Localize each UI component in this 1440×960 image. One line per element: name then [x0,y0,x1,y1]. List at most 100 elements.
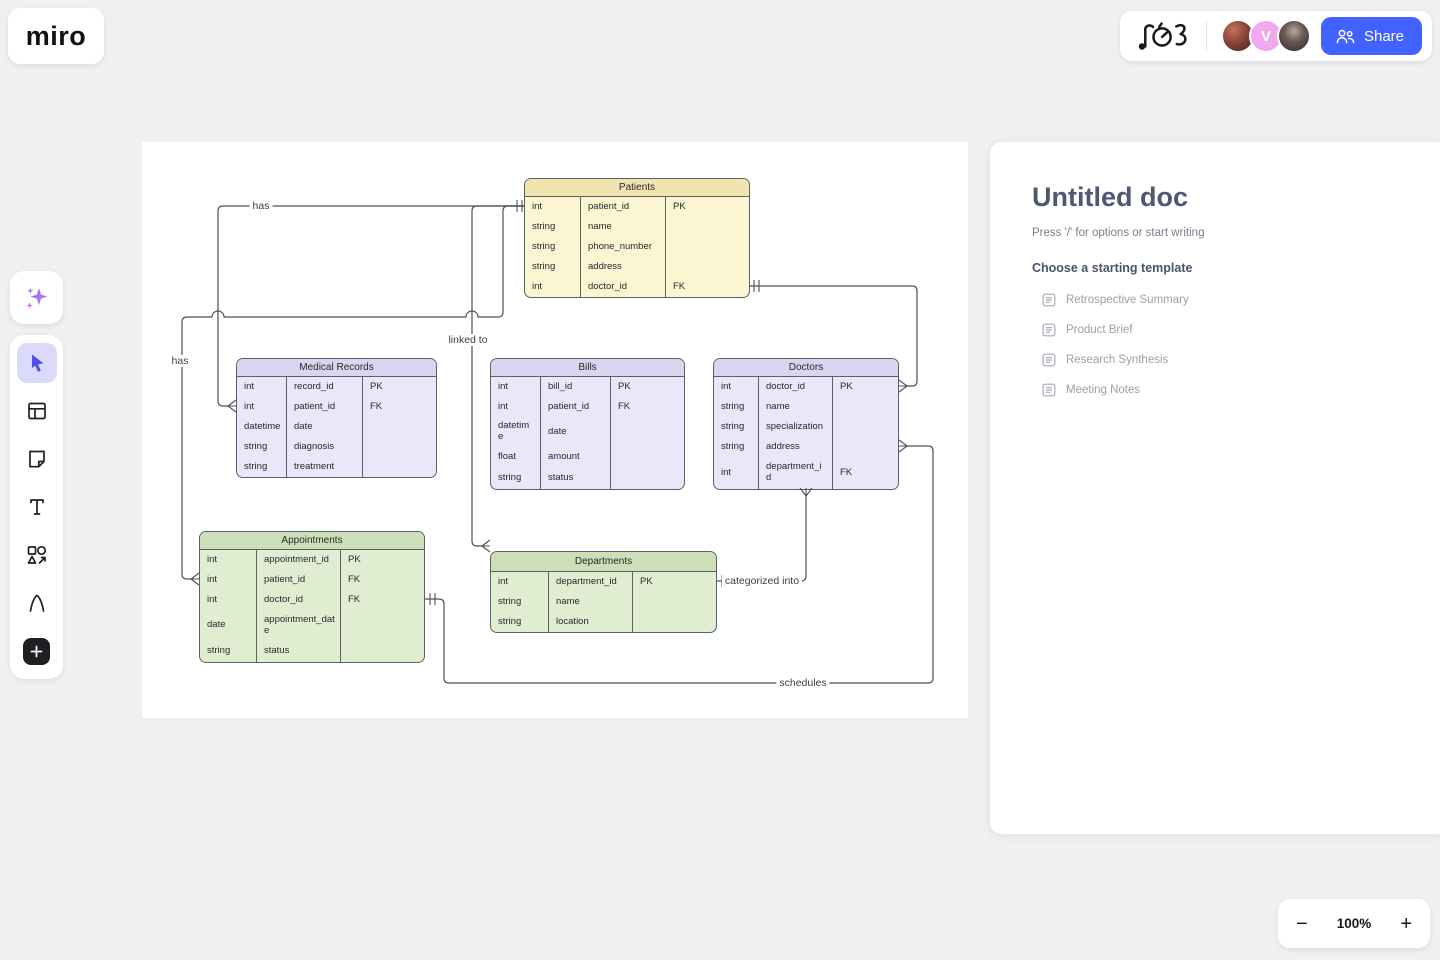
er-cell-name: record_id [287,377,363,397]
shapes-icon [27,545,46,564]
er-cell-name: address [581,257,666,277]
er-cell-type: int [491,377,541,397]
er-table-title: Departments [491,552,716,572]
miro-logo[interactable]: miro [8,8,104,64]
connector-label[interactable]: has [168,355,192,367]
er-cell-key [363,417,436,437]
people-icon [1336,29,1355,43]
ai-assistant-button[interactable] [10,271,63,324]
er-cell-name: name [759,397,833,417]
connector-label[interactable]: categorized into [721,575,803,587]
many-fork-marker [898,379,908,393]
er-cell-name: address [759,437,833,457]
pen-tool-button[interactable] [17,583,57,623]
zoom-in-button[interactable]: + [1400,912,1412,935]
er-cell-type: int [237,377,287,397]
er-cell-key [341,641,424,662]
er-cell-name: diagnosis [287,437,363,457]
shapes-tool-button[interactable] [17,535,57,575]
er-cell-type: string [200,641,257,662]
connector-line[interactable] [717,496,807,582]
document-icon [1042,383,1056,397]
er-cell-type: string [714,437,759,457]
er-cell-type: int [714,457,759,489]
er-cell-key [633,612,716,632]
text-icon [29,499,44,515]
template-item-research-synthesis[interactable]: Research Synthesis [1042,345,1440,375]
er-table-title: Bills [491,359,684,377]
cursor-icon [31,354,43,372]
er-cell-name: phone_number [581,237,666,257]
er-cell-key [611,468,684,489]
connector-label[interactable]: linked to [445,334,491,346]
er-cell-key [611,447,684,468]
er-cell-name: name [581,217,666,237]
doc-title[interactable]: Untitled doc [1032,182,1188,212]
er-cell-key [666,237,749,257]
add-tools-button[interactable] [17,631,57,671]
zoom-out-button[interactable]: − [1296,912,1308,935]
connector-label[interactable]: schedules [776,677,830,689]
document-icon [1042,293,1056,307]
er-cell-key: FK [618,400,631,412]
er-cell-key [833,397,898,417]
template-item-product-brief[interactable]: Product Brief [1042,315,1440,345]
er-cell-key: PK [370,380,383,392]
sticky-note-tool-button[interactable] [17,439,57,479]
connector-label[interactable]: has [249,200,273,212]
er-cell-type: string [714,397,759,417]
er-cell-type: int [491,397,541,417]
doc-body-placeholder[interactable]: Press '/' for options or start writing [1032,227,1205,239]
er-cell-type: string [525,257,581,277]
er-cell-type: int [200,550,257,570]
er-cell-key: FK [348,593,361,605]
er-cell-key [363,457,436,477]
select-tool-button[interactable] [16,343,57,383]
er-cell-key [633,592,716,612]
template-label: Retrospective Summary [1066,294,1189,306]
avatar-collaborator-3[interactable] [1276,19,1311,53]
er-cell-name: specialization [759,417,833,437]
er-cell-type: int [714,377,759,397]
er-cell-name: department_id [549,572,633,592]
er-cell-name: bill_id [541,377,611,397]
er-cell-key: FK [370,400,383,412]
er-cell-key: FK [840,466,853,478]
er-table-title: Doctors [714,359,898,377]
er-cell-key: PK [618,380,631,392]
er-cell-type: int [525,197,581,217]
er-cell-name: patient_id [287,397,363,417]
er-cell-type: int [200,590,257,610]
share-button[interactable]: Share [1320,17,1422,55]
er-table-title: Appointments [200,532,424,550]
zoom-level[interactable]: 100% [1336,916,1372,931]
frames-tool-button[interactable] [17,391,57,431]
er-cell-key [833,437,898,457]
text-tool-button[interactable] [17,487,57,527]
template-item-retrospective-summary[interactable]: Retrospective Summary [1042,285,1440,315]
template-item-meeting-notes[interactable]: Meeting Notes [1042,375,1440,405]
one-tick-marker [753,280,760,292]
er-cell-key [666,257,749,277]
er-cell-type: int [525,277,581,297]
er-cell-name: amount [541,447,611,468]
plus-icon [23,637,50,665]
